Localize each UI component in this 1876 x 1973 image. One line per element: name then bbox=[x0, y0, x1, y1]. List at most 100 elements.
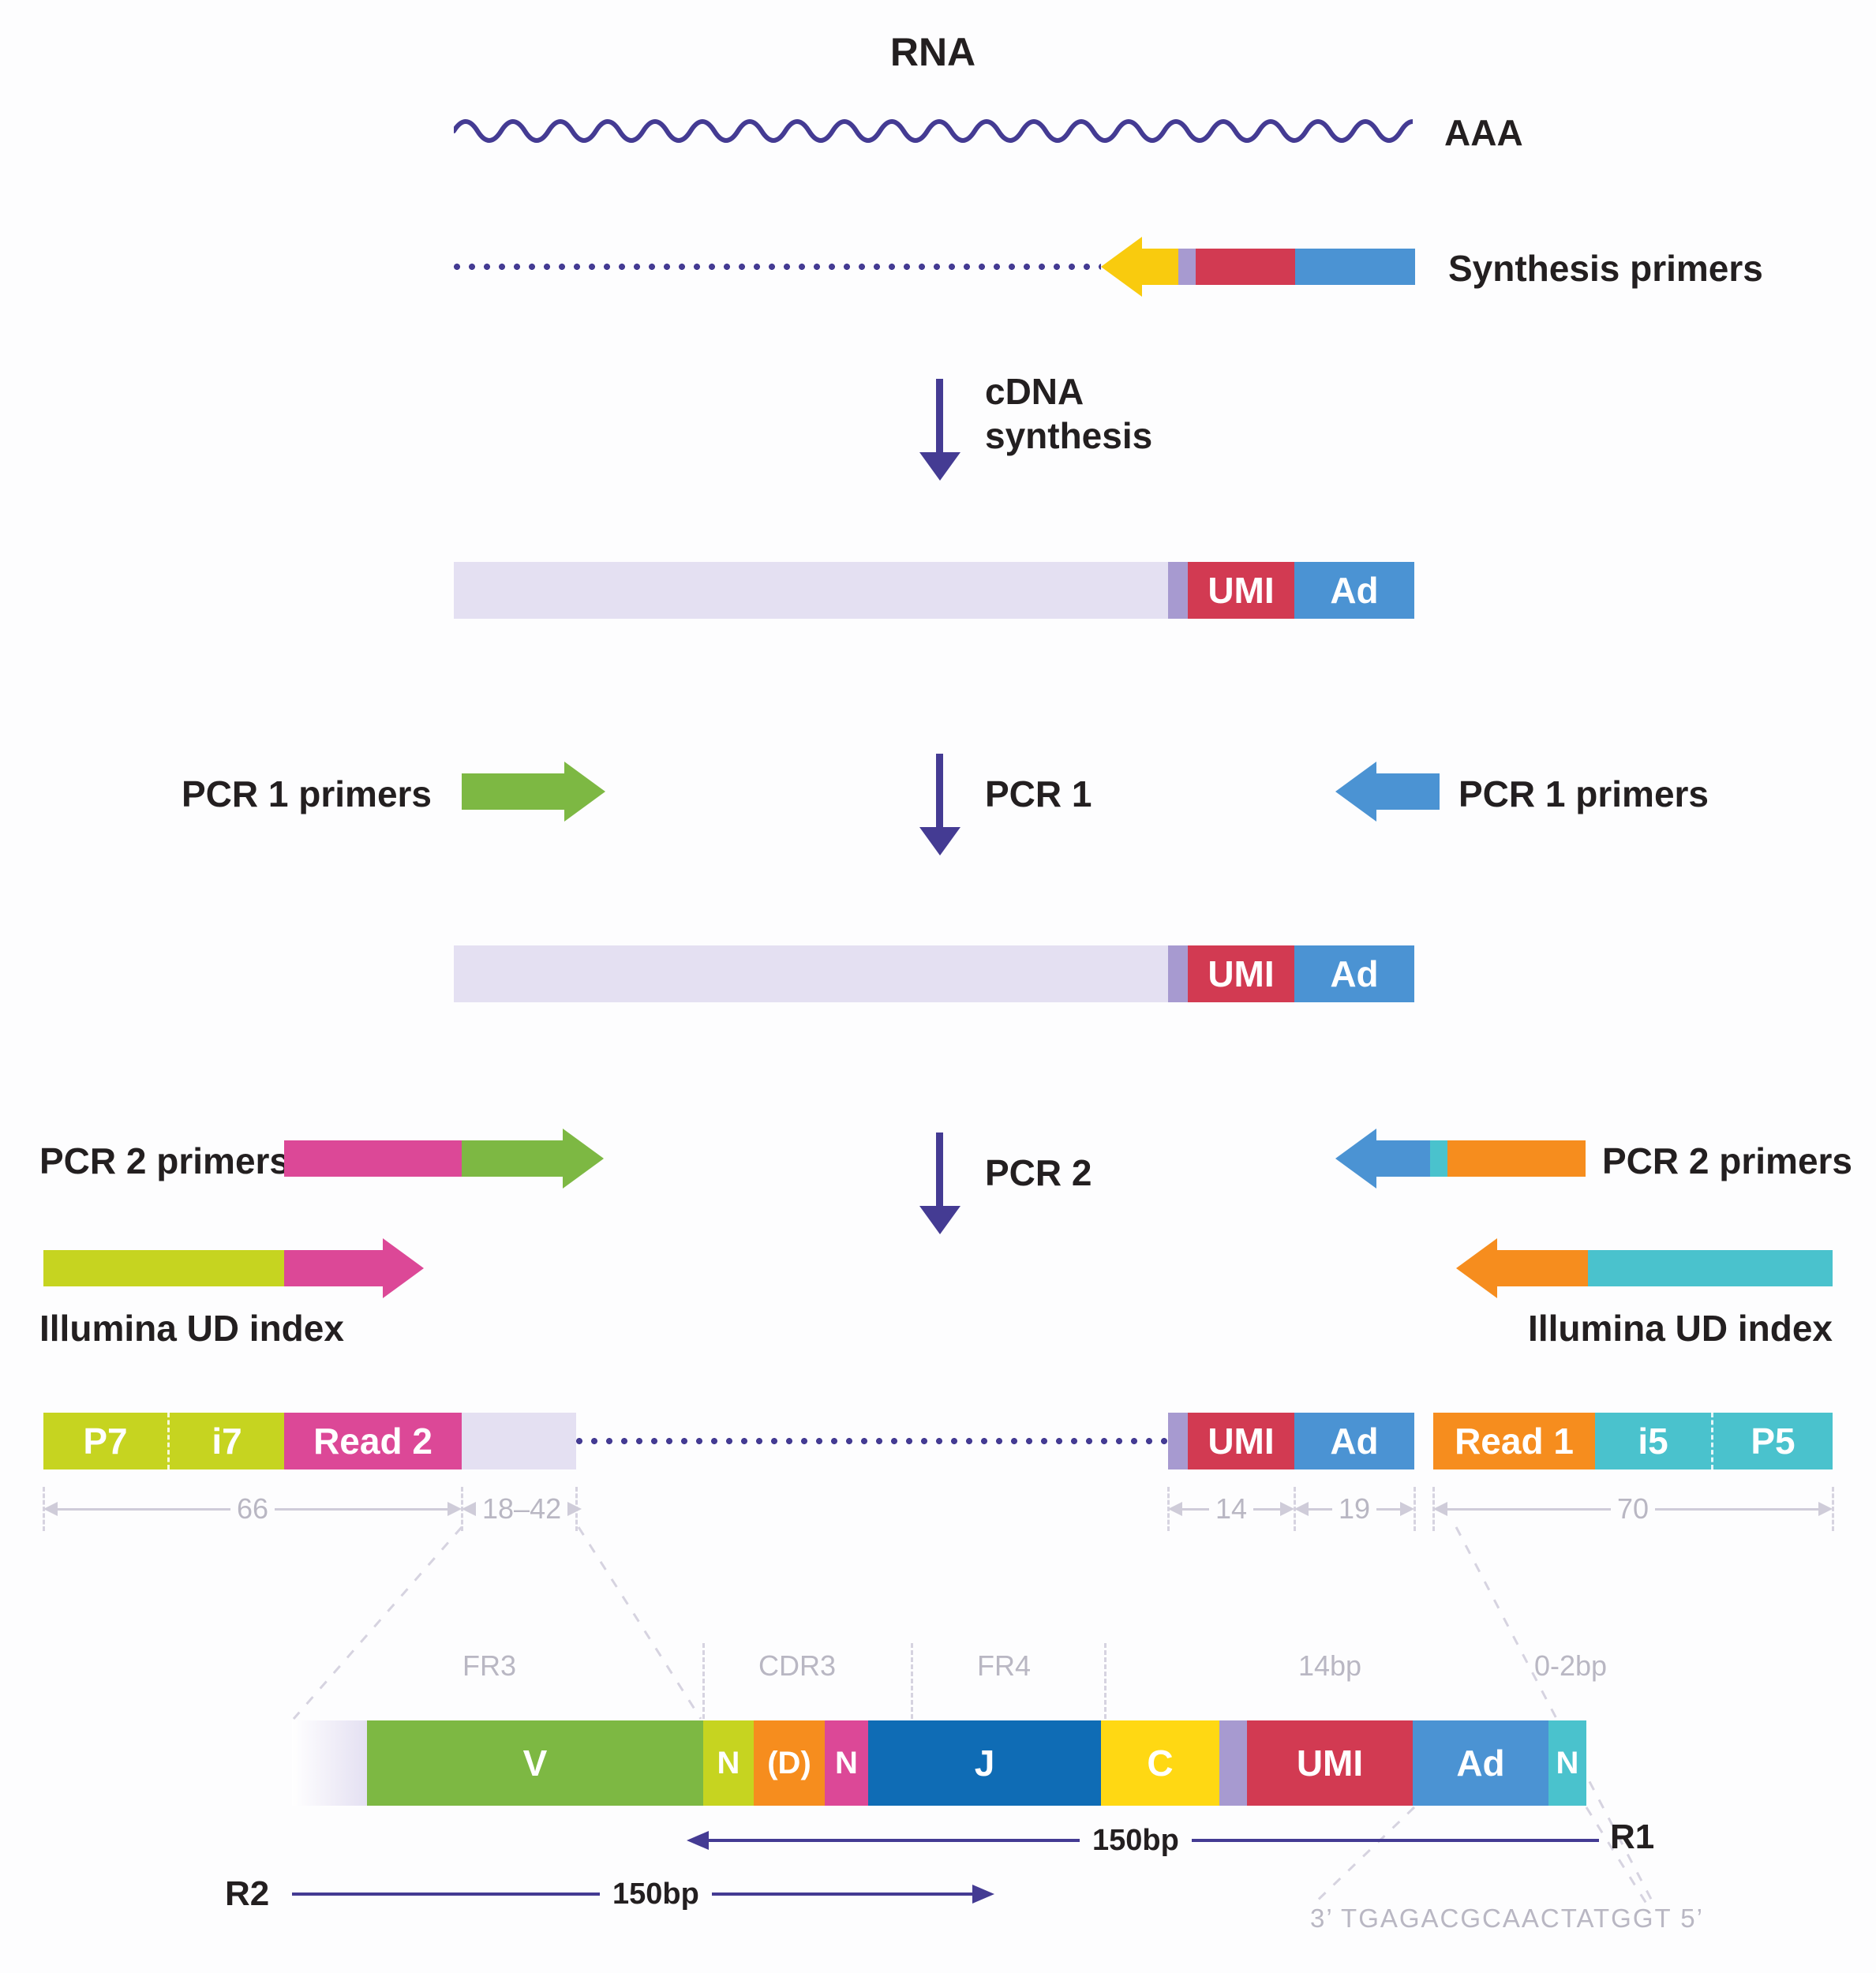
measure-line bbox=[1253, 1507, 1281, 1511]
pcr2-reverse-primer-body bbox=[1376, 1140, 1430, 1177]
read2-direction-arrow: 150bp bbox=[292, 1877, 994, 1911]
read1-direction-arrow: 150bp bbox=[687, 1823, 1599, 1857]
zoomed-read-bar: V N (D) N J C UMI Ad N bbox=[292, 1720, 1586, 1806]
measure-line bbox=[1182, 1507, 1209, 1511]
pcr1-forward-arrowhead-icon bbox=[564, 762, 605, 822]
polya-tail-label: AAA bbox=[1444, 112, 1523, 153]
measure-arrow-left-icon bbox=[1294, 1502, 1309, 1516]
adapter-segment: Ad bbox=[1413, 1720, 1548, 1806]
pcr1-step-arrow-icon bbox=[936, 754, 943, 829]
synthesis-primer-strand bbox=[454, 237, 1415, 297]
spacer-segment bbox=[1219, 1720, 1247, 1806]
measure-arrow-left-icon bbox=[1168, 1502, 1182, 1516]
n-segment-2: N bbox=[825, 1720, 868, 1806]
cdna-synthesis-label: cDNA synthesis bbox=[985, 371, 1153, 456]
pcr2-primers-right-label: PCR 2 primers bbox=[1602, 1140, 1853, 1181]
p5-segment: P5 bbox=[1713, 1413, 1833, 1469]
umi-14bp-label: 14bp bbox=[1297, 1649, 1362, 1682]
pcr1-primers-left-label: PCR 1 primers bbox=[182, 773, 432, 814]
pcr1-primers-right-label: PCR 1 primers bbox=[1458, 773, 1709, 814]
measure-line bbox=[58, 1507, 230, 1511]
pcr2-reverse-primer bbox=[1335, 1129, 1586, 1189]
i7-segment: i7 bbox=[170, 1413, 284, 1469]
synthesis-primers-label: Synthesis primers bbox=[1448, 248, 1763, 289]
illumina-ud-index-right-label: Illumina UD index bbox=[1528, 1308, 1833, 1349]
illumina-index-left bbox=[43, 1238, 424, 1298]
rna-wavy-line bbox=[454, 119, 1413, 143]
illumina-right-arrowhead-icon bbox=[1456, 1238, 1497, 1298]
umi-segment: UMI bbox=[1247, 1720, 1413, 1806]
ruler-tick bbox=[1832, 1487, 1834, 1531]
measure-66bp: 66 bbox=[43, 1492, 462, 1525]
cdna-bar-2: UMI Ad bbox=[454, 945, 1414, 1002]
read1-arrowhead-icon bbox=[687, 1831, 709, 1850]
illumina-index-right bbox=[1456, 1238, 1833, 1298]
adapter-segment: Ad bbox=[1294, 562, 1414, 619]
illumina-right-index-body bbox=[1588, 1250, 1833, 1286]
library-bar-right: UMI Ad Read 1 i5 P5 bbox=[1168, 1413, 1833, 1469]
illumina-left-read-body bbox=[284, 1250, 383, 1286]
primer-umi-segment bbox=[1196, 249, 1295, 285]
i5-segment: i5 bbox=[1595, 1413, 1713, 1469]
measure-arrow-right-icon bbox=[1818, 1502, 1833, 1516]
spacer-segment bbox=[1168, 562, 1188, 619]
j-gene-segment: J bbox=[868, 1720, 1101, 1806]
fade-segment bbox=[292, 1720, 367, 1806]
read1-length-label: 150bp bbox=[1092, 1823, 1179, 1857]
adapter-segment: Ad bbox=[1294, 945, 1414, 1002]
cdna-synthesis-arrow-icon bbox=[936, 379, 943, 454]
pcr2-step-arrow-icon bbox=[936, 1133, 943, 1207]
p7-segment: P7 bbox=[43, 1413, 170, 1469]
primer-yellow-body bbox=[1142, 249, 1178, 285]
read1-line bbox=[1191, 1839, 1599, 1842]
measure-14bp: 14 bbox=[1168, 1492, 1295, 1525]
pcr1-forward-primer bbox=[462, 762, 605, 822]
library-dotted-strand bbox=[576, 1438, 1168, 1444]
illumina-left-arrowhead-icon bbox=[383, 1238, 424, 1298]
illumina-ud-index-left-label: Illumina UD index bbox=[39, 1308, 344, 1349]
measure-label: 70 bbox=[1616, 1492, 1649, 1525]
measure-label: 18–42 bbox=[482, 1492, 562, 1525]
measure-arrow-left-icon bbox=[1433, 1502, 1447, 1516]
measure-70bp: 70 bbox=[1433, 1492, 1833, 1525]
measure-line bbox=[1447, 1507, 1611, 1511]
cdr3-label: CDR3 bbox=[758, 1649, 837, 1682]
cdna-insert-segment bbox=[454, 562, 1168, 619]
cdna-insert-segment bbox=[454, 945, 1168, 1002]
pcr2-step-label: PCR 2 bbox=[985, 1152, 1092, 1193]
spacer-segment bbox=[1168, 1413, 1188, 1469]
region-tick bbox=[702, 1643, 705, 1719]
illumina-left-index-body bbox=[43, 1250, 284, 1286]
library-bar-left: P7 i7 Read 2 bbox=[43, 1413, 576, 1469]
cdna-bar-1: UMI Ad bbox=[454, 562, 1414, 619]
read2-length-label: 150bp bbox=[612, 1877, 699, 1911]
read2-segment: Read 2 bbox=[284, 1413, 462, 1469]
region-tick bbox=[911, 1643, 913, 1719]
measure-arrow-right-icon bbox=[1400, 1502, 1415, 1516]
measure-line bbox=[1655, 1507, 1819, 1511]
umi-segment: UMI bbox=[1188, 945, 1294, 1002]
read1-line bbox=[709, 1839, 1080, 1842]
spacer-segment bbox=[1168, 945, 1188, 1002]
pcr1-forward-primer-body bbox=[462, 773, 564, 810]
adapter-segment: Ad bbox=[1294, 1413, 1414, 1469]
pcr2-forward-primer-body bbox=[462, 1140, 563, 1177]
n-0-2bp-label: 0-2bp bbox=[1533, 1649, 1608, 1682]
fr4-label: FR4 bbox=[976, 1649, 1032, 1682]
pcr2-reverse-arrowhead-icon bbox=[1335, 1129, 1376, 1189]
n-segment-3: N bbox=[1548, 1720, 1586, 1806]
pcr2-primers-left-label: PCR 2 primers bbox=[39, 1140, 290, 1181]
measure-label: 14 bbox=[1215, 1492, 1248, 1525]
primer-adapter-segment bbox=[1295, 249, 1415, 285]
primer-arrowhead-left-icon bbox=[1101, 237, 1142, 297]
read1-primer-sequence: 3’ TGAGACGCAACTATGGT 5’ bbox=[1310, 1904, 1704, 1933]
measure-line bbox=[275, 1507, 448, 1511]
read2-arrowhead-icon bbox=[972, 1885, 994, 1904]
rna-title: RNA bbox=[889, 30, 976, 74]
read2-line bbox=[711, 1893, 972, 1896]
measure-line bbox=[1309, 1507, 1332, 1511]
ruler-tick bbox=[1414, 1487, 1416, 1531]
pcr2-reverse-index-body bbox=[1447, 1140, 1586, 1177]
region-tick bbox=[1104, 1643, 1107, 1719]
